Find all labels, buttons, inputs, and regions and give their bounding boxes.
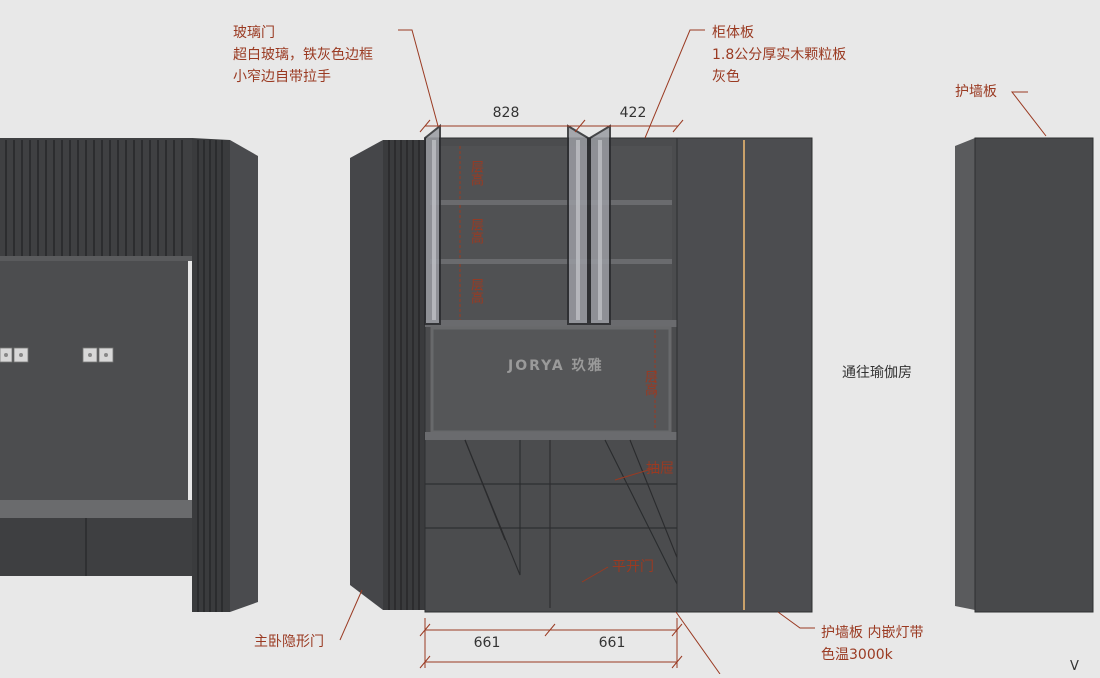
leader-lines: [339, 29, 1047, 674]
dimension-top-right: 422: [619, 105, 647, 121]
cabinet-board-material: 1.8公分厚实木颗粒板: [712, 47, 847, 63]
cabinet-board-color: 灰色: [712, 69, 740, 85]
corner-mark: V: [1070, 659, 1079, 674]
glass-door-material: 超白玻璃，铁灰色边框: [233, 47, 373, 63]
shelf-height-label: 层高: [468, 218, 483, 244]
right-wall-panel: [955, 137, 1094, 613]
wall-panel-light-annotation: 护墙板 内嵌灯带 色温3000k: [821, 622, 923, 666]
dimension-bottom-right: 661: [598, 635, 626, 651]
cabinet-board-annotation: 柜体板 1.8公分厚实木颗粒板 灰色: [712, 22, 846, 88]
swing-door-annotation: 平开门: [612, 559, 654, 575]
to-yoga-room-label: 通往瑜伽房: [842, 365, 912, 381]
shelf-height-label: 层高: [642, 370, 657, 396]
wall-panel-light-temp: 色温3000k: [821, 647, 893, 663]
glass-door-handle: 小窄边自带拉手: [233, 69, 331, 85]
left-wall-unit: [0, 138, 258, 612]
dimension-bottom-left: 661: [473, 635, 501, 651]
cabinet-board-title: 柜体板: [712, 25, 754, 41]
glass-door-annotation: 玻璃门 超白玻璃，铁灰色边框 小窄边自带拉手: [233, 22, 373, 88]
wall-panel-annotation: 护墙板: [955, 84, 997, 100]
dimension-top-left: 828: [492, 105, 520, 121]
shelf-height-label: 层高: [468, 160, 483, 186]
wall-panel-light-title: 护墙板 内嵌灯带: [821, 625, 924, 641]
hidden-door-annotation: 主卧隐形门: [254, 634, 324, 650]
socket-icon: [0, 347, 114, 363]
drawer-annotation: 抽屉: [646, 461, 674, 477]
glass-door: [424, 123, 611, 325]
jorya-logo: JORYA 玖雅: [508, 358, 604, 374]
dimension-lines: [419, 119, 684, 669]
glass-door-title: 玻璃门: [233, 25, 275, 41]
shelf-height-label: 层高: [468, 278, 483, 304]
center-cabinet: [350, 123, 813, 613]
